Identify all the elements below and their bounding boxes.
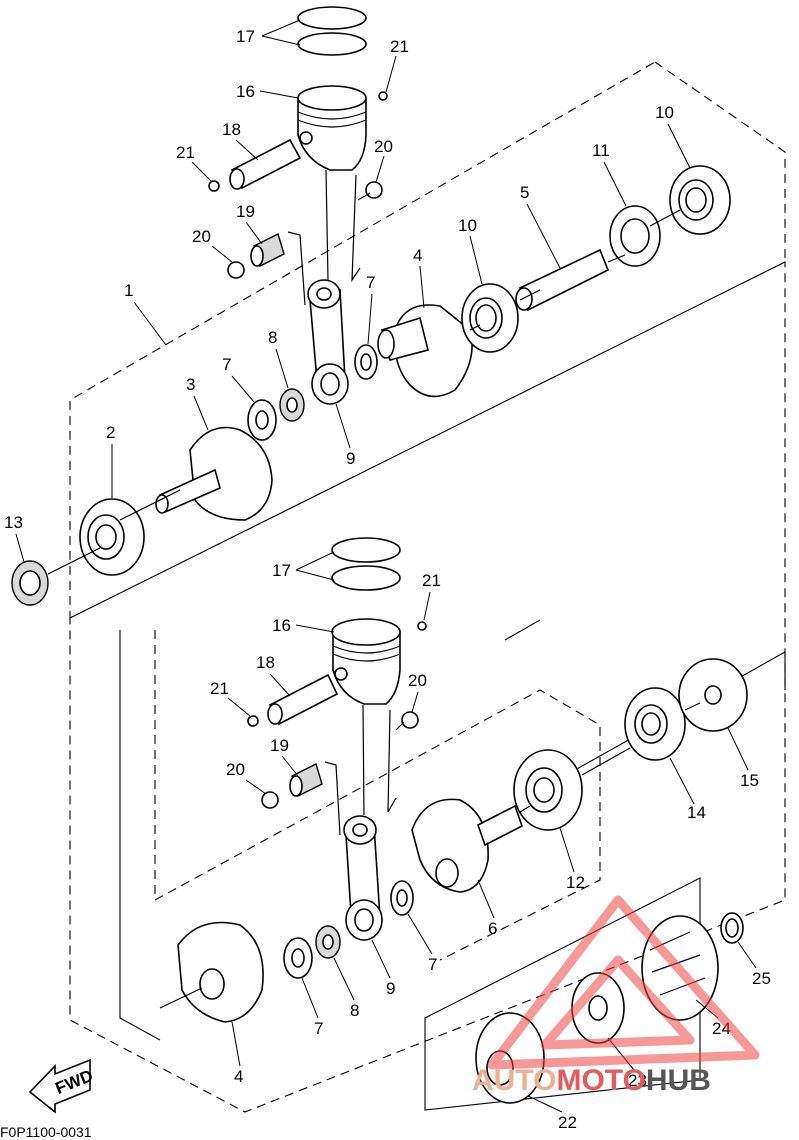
callout-20-upper-left: 20 xyxy=(192,227,211,246)
callout-16-upper: 16 xyxy=(236,82,255,101)
callout-21-upper-right: 21 xyxy=(390,37,409,56)
callout-2: 2 xyxy=(106,423,115,442)
callout-5: 5 xyxy=(520,183,529,202)
washer-7-upper-b xyxy=(247,399,277,441)
bearing-12 xyxy=(513,749,583,831)
callout-8-upper: 8 xyxy=(268,328,277,347)
coupling-22 xyxy=(475,1012,545,1104)
callout-3: 3 xyxy=(186,375,195,394)
bearing-14 xyxy=(624,687,686,761)
washer-20-lower-left xyxy=(261,791,279,809)
callout-20-upper-right: 20 xyxy=(374,137,393,156)
callout-16-lower: 16 xyxy=(272,616,291,635)
callout-25: 25 xyxy=(752,969,771,988)
washer-20-upper-left xyxy=(227,261,245,279)
callout-12: 12 xyxy=(566,873,585,892)
circlip-lower-left xyxy=(247,715,259,727)
washer-20-upper-right xyxy=(365,181,383,199)
piston-ring-lower xyxy=(331,537,401,591)
shim-25 xyxy=(720,912,744,944)
callout-14: 14 xyxy=(687,803,706,822)
coupling-frame xyxy=(424,877,701,1111)
washer-7-lower-a xyxy=(390,880,414,916)
crank-nut xyxy=(609,205,661,267)
callout-10-upper-middle: 10 xyxy=(458,216,477,235)
callout-15: 15 xyxy=(740,771,759,790)
callout-18-upper: 18 xyxy=(222,120,241,139)
needle-bearing-lower xyxy=(289,763,323,797)
connecting-rod-lower xyxy=(343,815,383,941)
callout-19-upper: 19 xyxy=(236,202,255,221)
callout-4-lower: 4 xyxy=(234,1067,243,1086)
crank-pin-shaft xyxy=(515,248,610,312)
callout-13: 13 xyxy=(4,513,23,532)
callout-9-lower: 9 xyxy=(386,979,395,998)
callouts: 17 21 16 18 21 20 19 20 10 11 5 10 4 7 1… xyxy=(4,19,771,1132)
washer-7-lower-b xyxy=(283,937,313,979)
washer-20-lower-right xyxy=(401,711,419,729)
circlip-lower-right xyxy=(417,621,427,631)
callout-19-lower: 19 xyxy=(270,736,289,755)
oil-seal-13 xyxy=(11,560,49,606)
callout-7-upper-a: 7 xyxy=(366,273,375,292)
needle-bearing-8-lower xyxy=(315,925,341,959)
callout-17-upper: 17 xyxy=(236,27,255,46)
needle-bearing-upper xyxy=(250,233,285,267)
piston-lower xyxy=(331,618,401,705)
circlip-upper-right xyxy=(378,91,388,101)
crank-web-3 xyxy=(155,426,273,521)
connecting-rod-upper xyxy=(307,279,349,405)
callout-7-upper-b: 7 xyxy=(222,355,231,374)
fwd-arrow-icon: FWD xyxy=(28,1058,96,1114)
callout-11: 11 xyxy=(592,141,610,160)
upper-assembly-frame xyxy=(69,61,786,619)
callout-7-lower-a: 7 xyxy=(428,955,437,974)
callout-23: 23 xyxy=(628,1071,647,1090)
lower-assembly-frame xyxy=(69,261,786,1113)
svg-text:AUTOMOTOHUB: AUTOMOTOHUB xyxy=(472,1064,711,1097)
callout-4-upper: 4 xyxy=(413,246,422,265)
callout-21-upper-left: 21 xyxy=(176,143,195,162)
washer-7-upper-a xyxy=(354,344,378,380)
crank-web-4-lower xyxy=(177,921,264,1023)
callout-1: 1 xyxy=(124,281,133,300)
crank-web-6 xyxy=(411,798,523,893)
callout-10-upper-right: 10 xyxy=(655,103,674,122)
piston-ring-upper xyxy=(297,6,367,56)
callout-22: 22 xyxy=(558,1113,577,1132)
watermark-text-hub: HUB xyxy=(646,1064,711,1097)
main-bearing-2 xyxy=(79,498,145,576)
callout-9-upper: 9 xyxy=(346,449,355,468)
watermark-text-auto: AUTO xyxy=(472,1064,556,1097)
diagram-code: F0P1100-0031 xyxy=(0,1124,92,1140)
piston-subframe xyxy=(119,619,601,1041)
callout-20-lower-left: 20 xyxy=(226,760,245,779)
bearing-10-upper-middle xyxy=(461,283,519,353)
callout-17-lower: 17 xyxy=(272,561,291,580)
bearing-10-upper-right xyxy=(669,165,731,235)
watermark-text-moto: MOTO xyxy=(556,1064,645,1097)
piston-pin-upper xyxy=(229,138,302,190)
callout-20-lower-right: 20 xyxy=(408,671,427,690)
callout-21-lower-right: 21 xyxy=(422,571,441,590)
seal-15 xyxy=(678,658,748,732)
callout-7-lower-b: 7 xyxy=(314,1019,323,1038)
callout-8-lower: 8 xyxy=(350,1001,359,1020)
circlip-upper-left xyxy=(208,180,220,192)
watermark-logo: AUTOMOTOHUB xyxy=(472,895,760,1097)
piston-upper xyxy=(297,85,367,171)
callout-18-lower: 18 xyxy=(256,653,275,672)
needle-bearing-8-upper xyxy=(279,388,305,422)
callout-21-lower-left: 21 xyxy=(210,679,229,698)
callout-6: 6 xyxy=(488,919,497,938)
piston-pin-lower xyxy=(267,673,339,726)
crank-web-upper xyxy=(377,304,473,398)
